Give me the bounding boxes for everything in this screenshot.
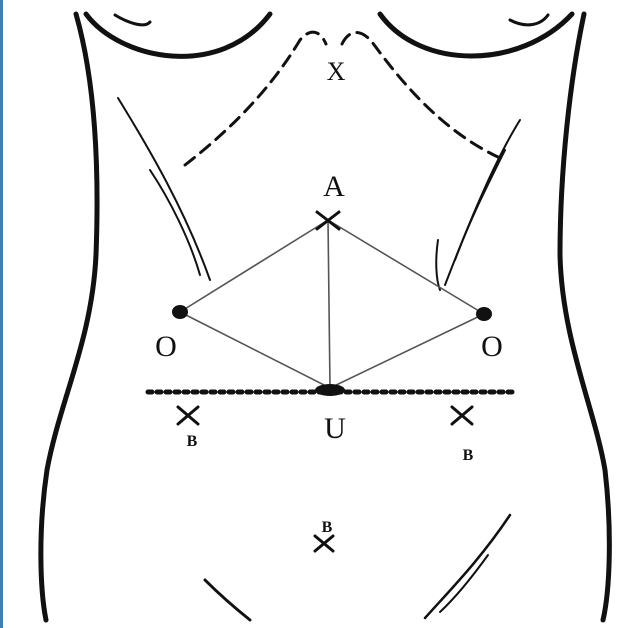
- right-costal-margin: [342, 33, 500, 159]
- right-torso-contour: [560, 14, 609, 620]
- left-torso-contour: [41, 14, 97, 620]
- right-groin-line-2: [440, 555, 488, 612]
- line-right-o-u: [330, 314, 484, 388]
- left-breast-fold: [115, 15, 150, 25]
- label-b-bottom: B: [322, 519, 333, 536]
- umbilical-port: [315, 384, 345, 396]
- x-marks: [178, 212, 472, 551]
- bottom-b-cross-mark: [315, 536, 333, 551]
- right-flank-line-1: [445, 120, 520, 285]
- line-left-o-u: [180, 312, 330, 388]
- label-b-left: B: [187, 433, 198, 450]
- left-o-port: [172, 305, 188, 319]
- left-b-cross-mark: [178, 407, 198, 424]
- port-lines: [180, 220, 484, 388]
- label-o-right: O: [481, 330, 503, 363]
- right-breast-fold: [510, 15, 548, 25]
- right-groin-line-1: [425, 515, 510, 618]
- label-a: A: [323, 170, 345, 203]
- left-flank-line-2: [150, 170, 200, 275]
- line-a-left-o: [180, 220, 328, 312]
- costal-margin: [185, 32, 500, 165]
- label-u: U: [324, 412, 346, 445]
- right-o-port: [476, 307, 492, 321]
- port-dots: [172, 305, 492, 396]
- right-flank-line-2: [455, 150, 505, 260]
- right-flank-line-3: [436, 240, 440, 290]
- line-a-right-o: [328, 220, 484, 314]
- left-breast-contour: [86, 14, 270, 56]
- left-flank-line-1: [118, 98, 210, 280]
- line-a-u: [328, 220, 330, 388]
- right-b-cross-mark: [452, 407, 472, 424]
- left-groin-line: [205, 580, 250, 620]
- label-o-left: O: [155, 330, 177, 363]
- label-b-right: B: [463, 447, 474, 464]
- xiphoid-label: X: [327, 57, 346, 86]
